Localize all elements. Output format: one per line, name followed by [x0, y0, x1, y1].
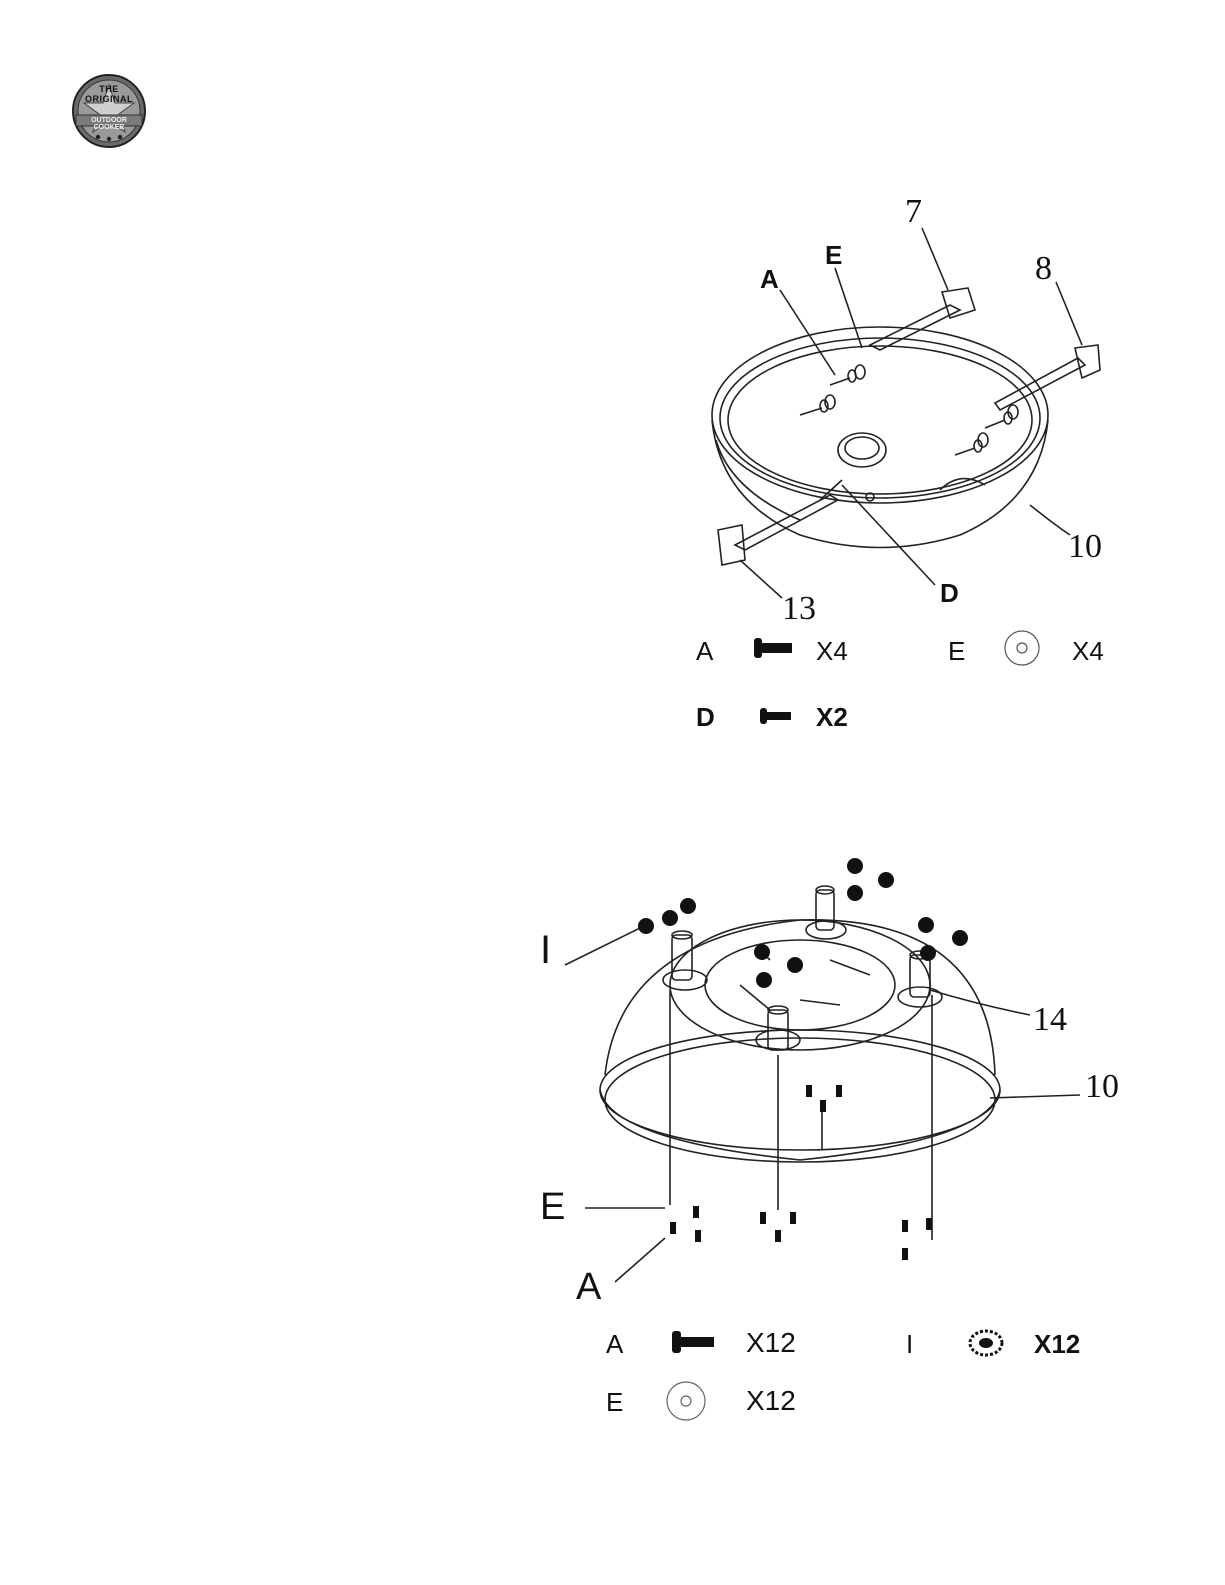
legend-qty: X12 [1034, 1331, 1080, 1357]
callout-part-A-step2: A [576, 1268, 601, 1306]
legend-qty: X12 [746, 1329, 796, 1357]
legend-letter: E [606, 1389, 623, 1415]
callout-part-14: 14 [1033, 1003, 1067, 1037]
legend-letter: A [606, 1331, 623, 1357]
callout-part-E-step2: E [540, 1188, 565, 1226]
legend-letter: I [906, 1331, 913, 1357]
step2-hardware-legend: A X12 I X12 E X12 [600, 1325, 1100, 1425]
washer-icon [664, 1379, 708, 1423]
callout-part-10-step2: 10 [1085, 1070, 1119, 1104]
flange-nut-icon [966, 1325, 1006, 1359]
callout-part-I: I [540, 930, 551, 970]
legend-qty: X12 [746, 1387, 796, 1415]
bolt-icon [668, 1329, 716, 1355]
